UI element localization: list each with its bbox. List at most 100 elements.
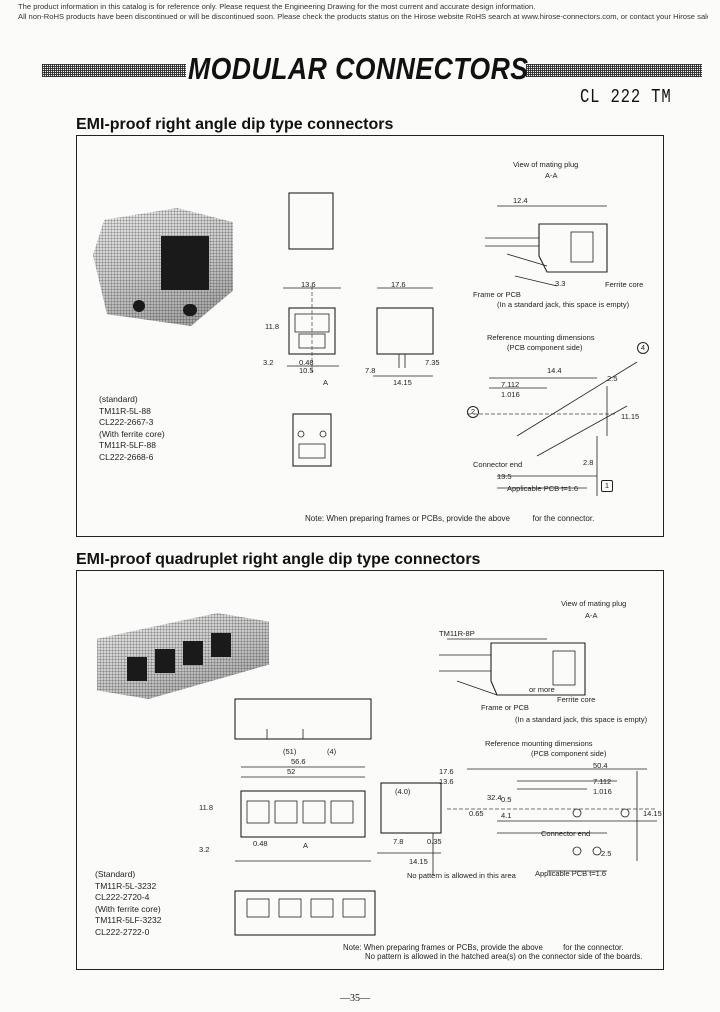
dim-label: 50.4 — [593, 761, 608, 770]
dim-label: 0.5 — [501, 795, 512, 804]
section2-top-view — [234, 698, 372, 740]
dim-label: A — [303, 841, 309, 850]
dim-label: 1.016 — [501, 390, 520, 399]
dim-label: 0.48 — [299, 358, 314, 367]
section1-front-view — [283, 286, 341, 372]
ferrite-core-label: Ferrite core — [557, 695, 596, 704]
dim-label: A — [323, 378, 329, 387]
part-line: CL222-2668-6 — [99, 451, 154, 462]
part-line: CL222-2720-4 — [95, 892, 150, 902]
pcb-side-label: (PCB component side) — [531, 749, 607, 758]
part-line: TM11R-5L-88 — [99, 405, 151, 416]
dim-label: 14.15 — [393, 378, 412, 387]
dim-label: 10.5 — [299, 366, 314, 375]
part-line: (Standard) — [95, 869, 136, 879]
dim-label: 2.5 — [601, 849, 612, 858]
dim-label: 7.8 — [393, 837, 404, 846]
dim-label: 0.48 — [253, 839, 268, 848]
dim-label: 13.6 — [301, 280, 316, 289]
section2-photo-port — [127, 657, 147, 681]
mating-plug-label: View of mating plug — [561, 599, 627, 608]
frame-or-pcb-label: Frame or PCB — [481, 703, 529, 712]
no-pattern-label: No pattern is allowed in this area — [407, 871, 516, 880]
page-title: MODULAR CONNECTORS — [188, 51, 529, 86]
dim-label: 32.4 — [487, 793, 502, 802]
section2-side-view — [377, 782, 442, 875]
ferrite-core-label: Ferrite core — [605, 280, 644, 289]
dim-label: 14.15 — [409, 857, 428, 866]
notice-line-1: The product information in this catalog … — [18, 2, 536, 11]
part-line: CL222-2722-0 — [95, 926, 150, 937]
dim-label: 0.65 — [469, 809, 484, 818]
section2-frame: (51) (4) 56.6 52 17.6 13.6 11.8 3.2 0.48… — [76, 570, 664, 970]
section1-product-photo — [93, 208, 233, 326]
ref-mount-label: Reference mounting dimensions — [487, 333, 595, 342]
standard-jack-note: (In a standard jack, this space is empty… — [515, 715, 648, 724]
section2-photo-port — [183, 641, 203, 665]
dim-label: 2.8 — [583, 458, 594, 467]
dim-label: 11.8 — [199, 803, 214, 812]
section1-note: Note: When preparing frames or PCBs, pro… — [305, 514, 594, 523]
section2-parts-list: (Standard) TM11R-5L-3232 CL222-2720-4 (W… — [95, 869, 161, 938]
section2-title: EMI-proof quadruplet right angle dip typ… — [76, 551, 481, 568]
part-line: TM11R-5LF-3232 — [95, 915, 162, 925]
disclaimer-notice: The product information in this catalog … — [18, 2, 708, 21]
section1-title: EMI-proof right angle dip type connector… — [76, 116, 394, 133]
part-line: (With ferrite core) — [95, 903, 161, 914]
dim-label: 3.2 — [263, 358, 274, 367]
dim-label: 17.6 — [439, 767, 454, 776]
dim-label: 1.016 — [593, 787, 612, 796]
callout-circle: 2 — [467, 406, 479, 418]
series-code: CL 222 TM — [580, 86, 672, 108]
dim-label: 14.4 — [547, 366, 562, 375]
part-line: CL222-2667-3 — [99, 417, 154, 427]
section1-mounting-dims — [467, 361, 638, 496]
connector-end-label: Connector end — [473, 460, 523, 469]
frame-or-pcb-label: Frame or PCB — [473, 290, 521, 299]
dim-label: 56.6 — [291, 757, 306, 766]
dim-label: 11.15 — [621, 412, 640, 421]
dim-label: 3.3 — [555, 279, 566, 288]
dim-label: 7.35 — [425, 358, 440, 367]
applicable-pcb-label: Applicable PCB t=1.6 — [507, 484, 579, 493]
note-line-2: No pattern is allowed in the hatched are… — [365, 952, 643, 961]
section1-bottom-view — [292, 413, 332, 467]
section2-mounting-dims — [447, 768, 657, 872]
dim-label: 7.112 — [501, 380, 520, 389]
or-more-label: or more — [529, 685, 555, 694]
standard-jack-note: (In a standard jack, this space is empty… — [497, 300, 630, 309]
connector-end-label: Connector end — [541, 829, 591, 838]
section2-front-view — [235, 766, 371, 862]
part-line: (standard) — [99, 394, 138, 404]
section1-top-view — [288, 192, 334, 250]
dim-label: 13.5 — [497, 472, 512, 481]
dim-label: (4.0) — [395, 787, 411, 796]
dim-label: 2.5 — [607, 374, 618, 383]
note-tail: for the connector. — [532, 514, 595, 523]
section2-note: Note: When preparing frames or PCBs, pro… — [343, 943, 642, 961]
part-line: TM11R-5L-3232 — [95, 880, 157, 891]
dim-label: 7.8 — [365, 366, 376, 375]
dim-label: 11.8 — [265, 322, 280, 331]
title-band-left — [42, 64, 186, 77]
section1-parts-list: (standard) TM11R-5L-88 CL222-2667-3 (Wit… — [99, 394, 165, 463]
applicable-pcb-label: Applicable PCB t=1.6 — [535, 869, 607, 878]
callout-circle: 4 — [637, 342, 649, 354]
section-aa-label: A-A — [545, 171, 558, 180]
dim-label: 52 — [287, 767, 296, 776]
title-band-right — [526, 64, 702, 77]
dim-label: 17.6 — [391, 280, 406, 289]
section2-photo-port — [211, 633, 231, 657]
note-tail: for the connector. — [563, 943, 624, 952]
section2-mating-plug-section — [439, 638, 586, 696]
section1-drawings — [283, 192, 638, 496]
pcb-side-label: (PCB component side) — [507, 343, 583, 352]
section1-photo-pin — [183, 304, 197, 316]
part-line: (With ferrite core) — [99, 428, 165, 439]
section-aa-label: A-A — [585, 611, 598, 620]
dim-label: 12.4 — [513, 196, 528, 205]
part-line: TM11R-5LF-88 — [99, 440, 156, 450]
note-line-1: Note: When preparing frames or PCBs, pro… — [343, 943, 642, 952]
dim-label: (4) — [327, 747, 337, 756]
dim-label: 0.35 — [427, 837, 442, 846]
